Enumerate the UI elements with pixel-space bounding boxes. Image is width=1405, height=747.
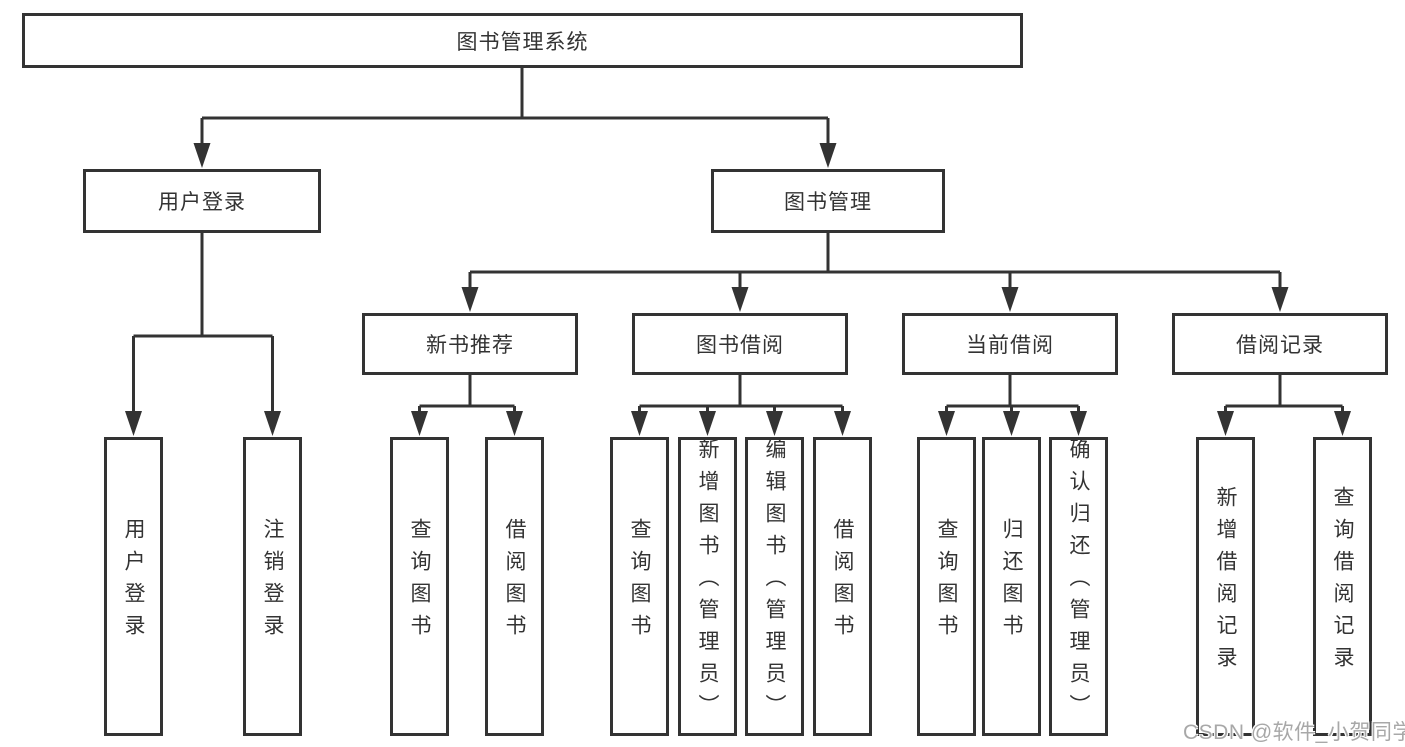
arrowheads [125, 143, 1351, 436]
node-new-book-recommend: 新书推荐 [362, 313, 578, 375]
leaf-borrow-books-recommend-label: 借阅图书 [503, 517, 526, 646]
node-user-login-label: 用户登录 [158, 191, 246, 214]
leaf-query-books-current-label: 查询图书 [935, 517, 958, 646]
leaf-user-login-label: 用户登录 [122, 517, 145, 646]
leaf-confirm-return-admin-label: 确认归还（管理员） [1067, 437, 1090, 726]
leaf-query-borrow-record: 查询借阅记录 [1313, 437, 1372, 736]
node-current-borrowing-label: 当前借阅 [966, 334, 1054, 357]
node-book-management: 图书管理 [711, 169, 945, 233]
node-borrowing-records-label: 借阅记录 [1236, 334, 1324, 357]
leaf-add-borrow-record-label: 新增借阅记录 [1214, 485, 1237, 678]
node-book-borrowing: 图书借阅 [632, 313, 848, 375]
leaf-add-borrow-record: 新增借阅记录 [1196, 437, 1255, 736]
node-borrowing-records: 借阅记录 [1172, 313, 1388, 375]
leaf-confirm-return-admin: 确认归还（管理员） [1049, 437, 1108, 736]
leaf-add-books-admin-label: 新增图书（管理员） [696, 437, 719, 726]
leaf-borrow-books-recommend: 借阅图书 [485, 437, 544, 736]
node-root-label: 图书管理系统 [456, 30, 589, 54]
tree-edges [132, 68, 1344, 414]
leaf-query-books-current: 查询图书 [917, 437, 976, 736]
leaf-query-books-borrowing-label: 查询图书 [628, 517, 651, 646]
leaf-return-books: 归还图书 [982, 437, 1041, 736]
node-current-borrowing: 当前借阅 [902, 313, 1118, 375]
leaf-user-login: 用户登录 [104, 437, 163, 736]
leaf-query-books-borrowing: 查询图书 [610, 437, 669, 736]
watermark: CSDN @软件_小贺同学 [1183, 721, 1405, 744]
node-root: 图书管理系统 [22, 13, 1023, 68]
leaf-return-books-label: 归还图书 [1000, 517, 1023, 646]
leaf-edit-books-admin-label: 编辑图书（管理员） [763, 437, 786, 726]
node-user-login: 用户登录 [83, 169, 321, 233]
leaf-query-books-recommend: 查询图书 [390, 437, 449, 736]
leaf-borrow-books-borrowing: 借阅图书 [813, 437, 872, 736]
node-book-management-label: 图书管理 [784, 191, 872, 214]
leaf-edit-books-admin: 编辑图书（管理员） [745, 437, 804, 736]
leaf-logout-login: 注销登录 [243, 437, 302, 736]
leaf-borrow-books-borrowing-label: 借阅图书 [831, 517, 854, 646]
node-new-book-recommend-label: 新书推荐 [426, 334, 514, 357]
node-book-borrowing-label: 图书借阅 [696, 334, 784, 357]
leaf-query-borrow-record-label: 查询借阅记录 [1331, 485, 1354, 678]
leaf-add-books-admin: 新增图书（管理员） [678, 437, 737, 736]
leaf-logout-login-label: 注销登录 [261, 517, 284, 646]
leaf-query-books-recommend-label: 查询图书 [408, 517, 431, 646]
